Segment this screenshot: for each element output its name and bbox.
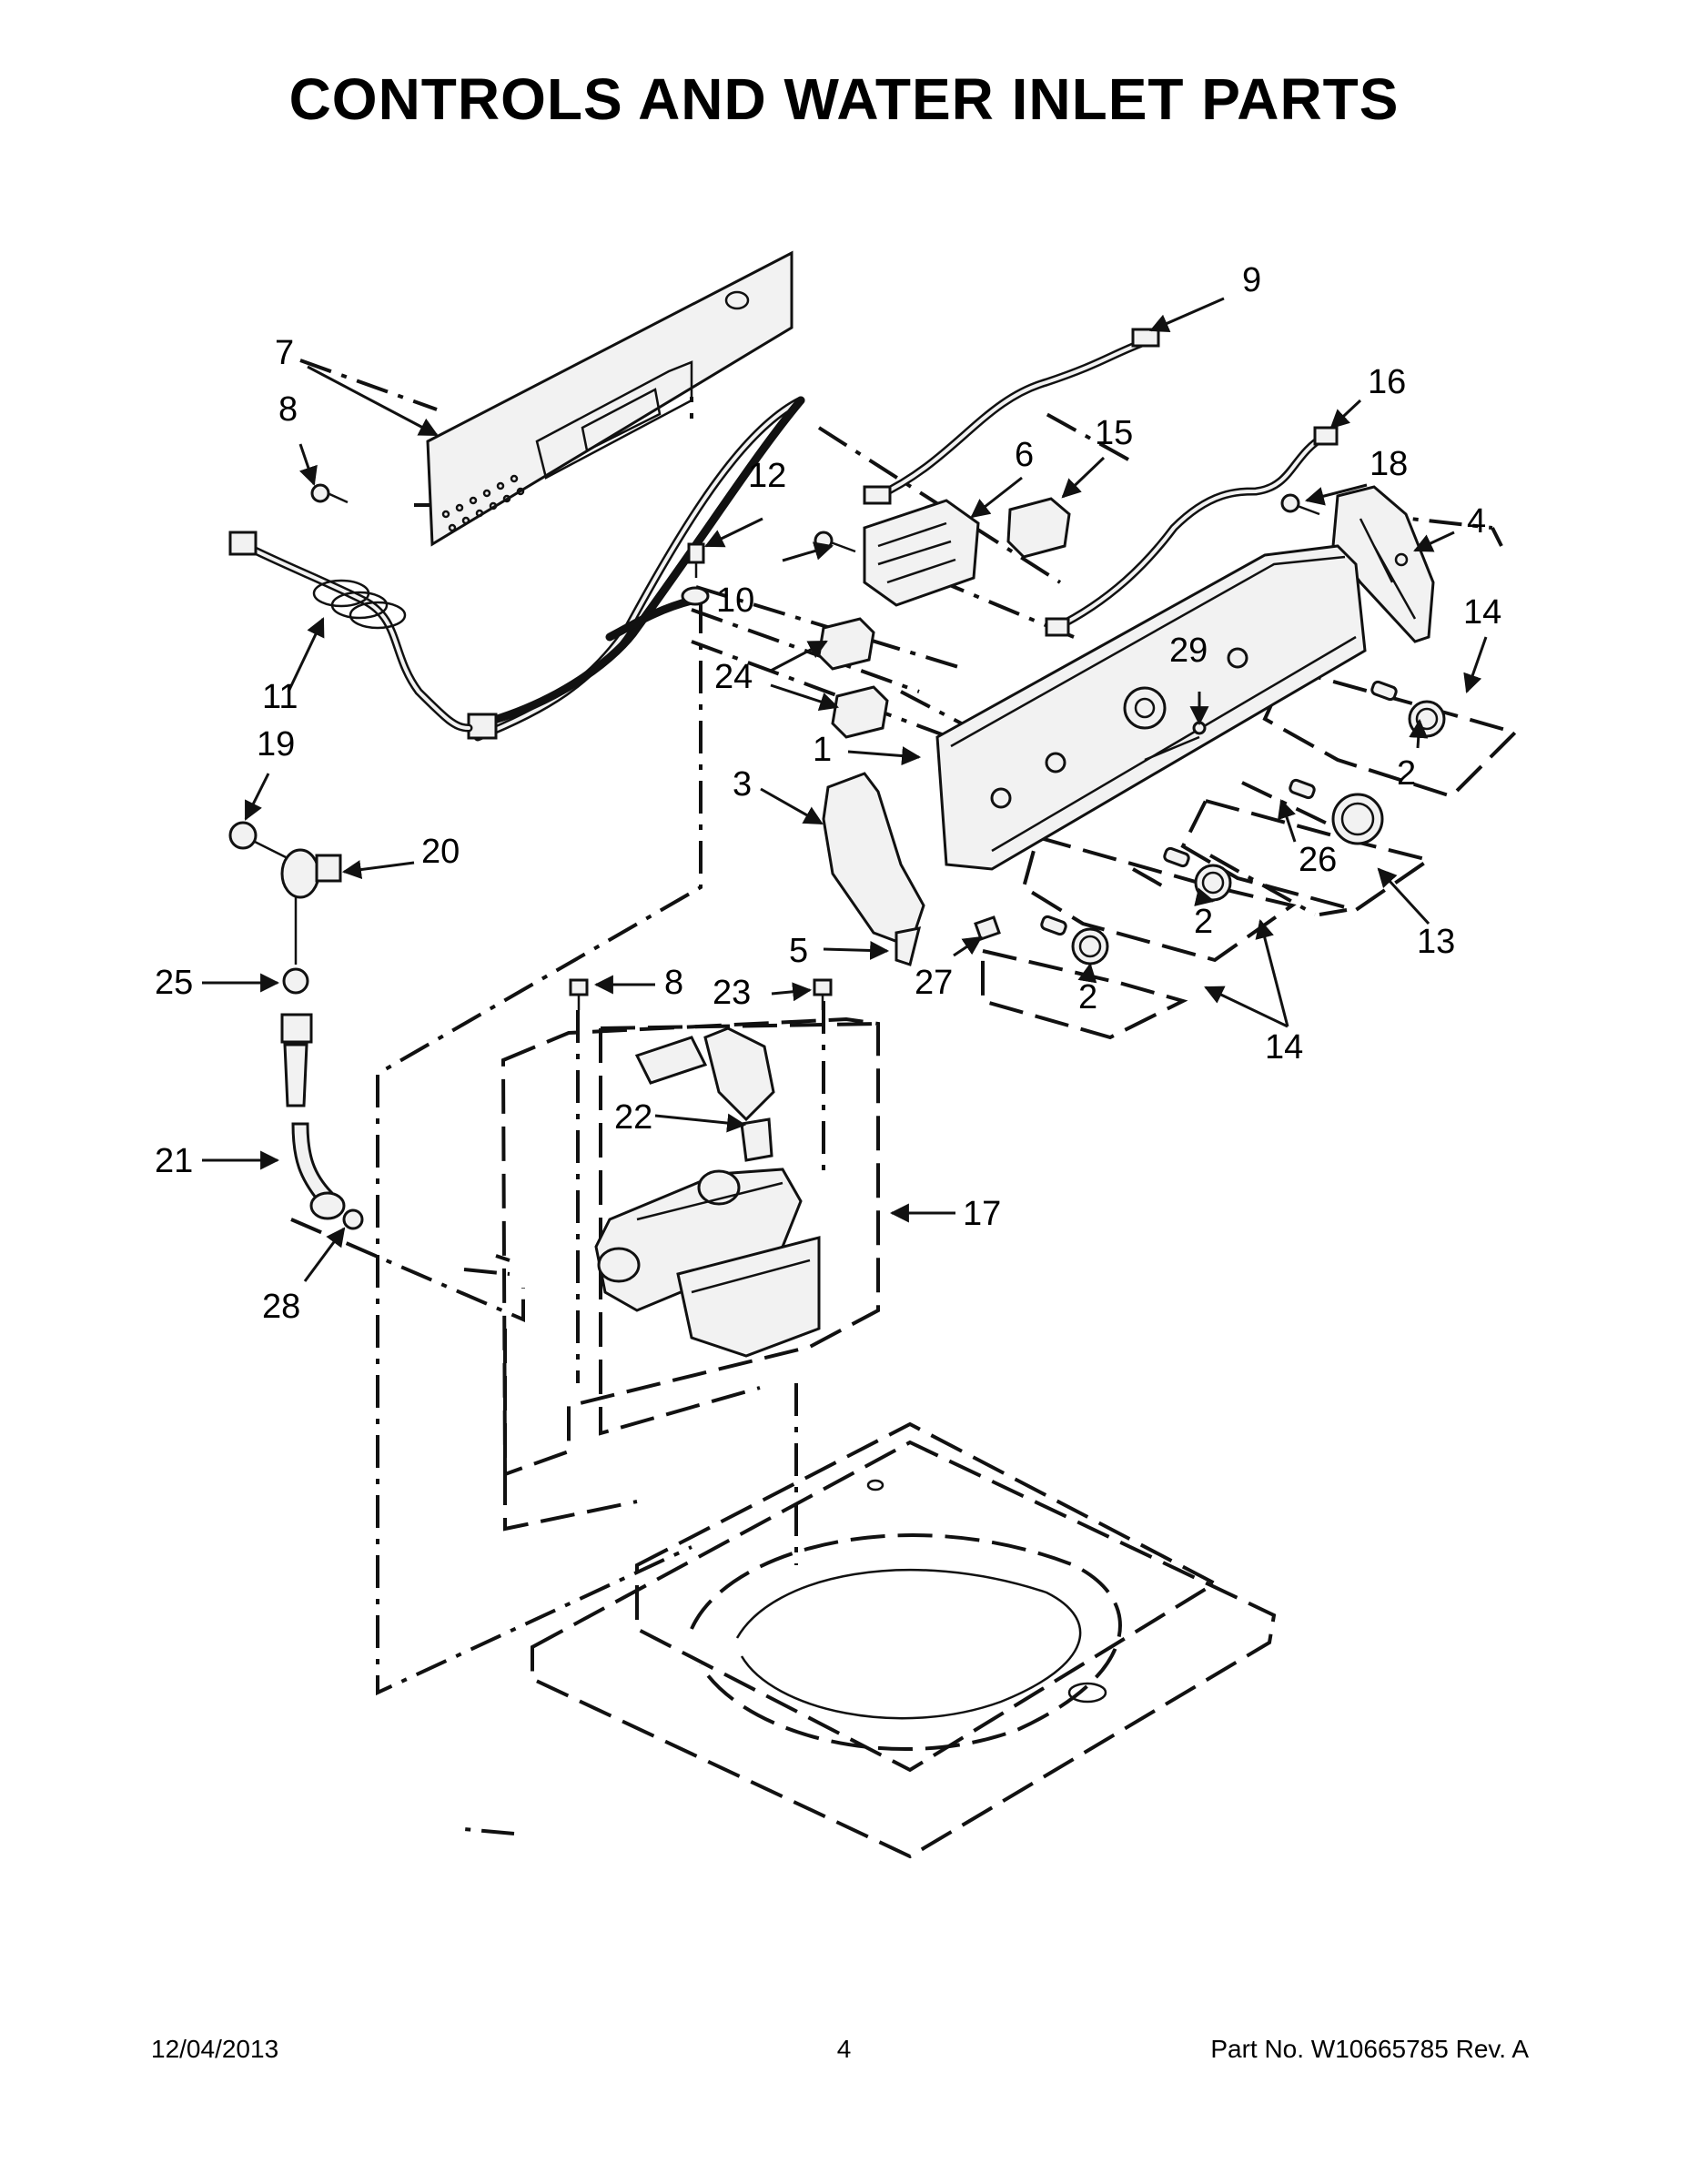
footer-part-number: Part No. W10665785 Rev. A <box>1210 2035 1529 2063</box>
callout-15: 15 <box>1095 414 1133 452</box>
callout-17: 17 <box>963 1195 1001 1233</box>
callout-4: 4 <box>1467 502 1486 541</box>
water-valve-assembly <box>594 1026 821 1358</box>
callout-7: 7 <box>275 334 294 372</box>
callout-8: 8 <box>664 964 683 1002</box>
callout-3: 3 <box>733 765 752 804</box>
callout-6: 6 <box>1015 436 1034 474</box>
callout-20: 20 <box>421 833 460 871</box>
callout-8: 8 <box>278 390 298 429</box>
footer-page-number: 4 <box>836 2035 852 2063</box>
callout-23: 23 <box>713 974 751 1012</box>
callout-27: 27 <box>915 964 953 1002</box>
callout-18: 18 <box>1370 445 1408 483</box>
console-back-panel <box>426 250 793 547</box>
callout-21: 21 <box>155 1142 193 1180</box>
callout-29: 29 <box>1169 632 1208 670</box>
callout-leaders <box>202 297 1488 1282</box>
wire-harnesses <box>228 328 1339 742</box>
console-side-bracket <box>822 772 1001 966</box>
callout-19: 19 <box>257 725 295 763</box>
callout-2: 2 <box>1078 978 1097 1016</box>
callout-16: 16 <box>1368 363 1406 401</box>
callout-14: 14 <box>1265 1028 1303 1067</box>
callout-28: 28 <box>262 1288 300 1326</box>
screws <box>310 483 1320 1010</box>
callout-5: 5 <box>789 932 808 970</box>
callout-13: 13 <box>1417 923 1455 961</box>
callout-14: 14 <box>1463 593 1501 632</box>
callout-9: 9 <box>1242 261 1261 299</box>
page-title: CONTROLS AND WATER INLET PARTS <box>288 66 1400 132</box>
callout-1: 1 <box>813 731 832 769</box>
assembly-lines <box>290 317 1503 1835</box>
washer-top <box>531 1421 1277 1859</box>
console-body <box>935 544 1367 871</box>
control-modules <box>817 497 1071 739</box>
callout-25: 25 <box>155 964 193 1002</box>
callout-labels: 7 8 8 9 16 15 6 18 4 12 10 11 19 20 24 1… <box>155 261 1501 1326</box>
callout-11: 11 <box>262 678 298 716</box>
footer-date: 12/04/2013 <box>151 2035 279 2063</box>
callout-26: 26 <box>1299 841 1337 879</box>
dashed-group-17 <box>500 1016 880 1532</box>
callout-12: 12 <box>748 457 786 495</box>
callout-22: 22 <box>614 1098 652 1137</box>
inlet-hose-parts <box>228 821 364 1230</box>
callout-24: 24 <box>714 658 753 696</box>
callout-2: 2 <box>1194 903 1213 941</box>
callout-10: 10 <box>716 581 754 620</box>
callout-2: 2 <box>1397 754 1416 793</box>
